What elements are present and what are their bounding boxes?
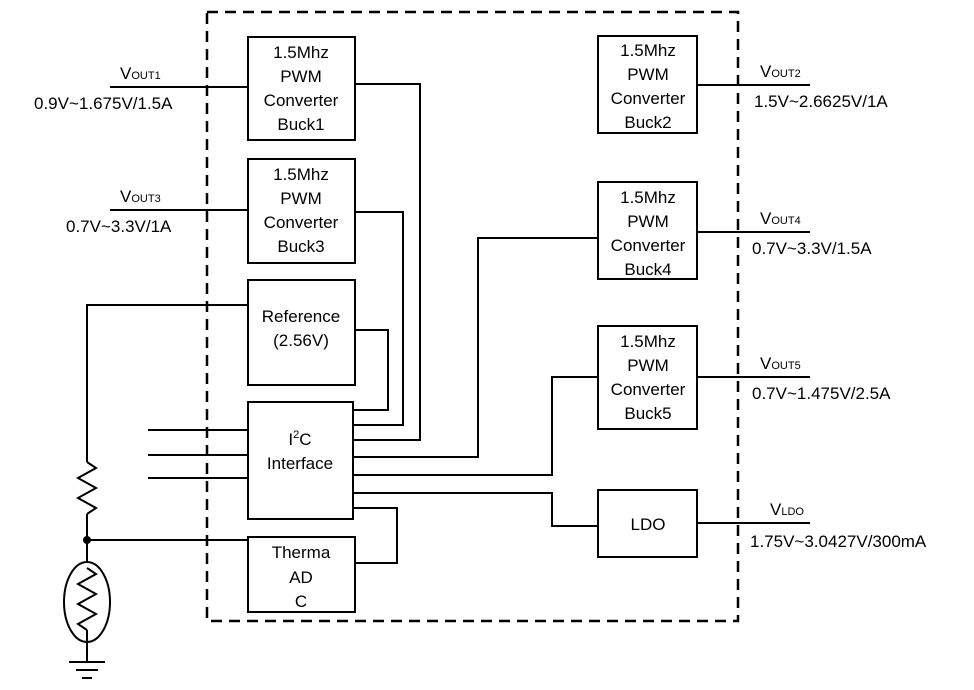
thermal-line-1: Therma	[272, 543, 331, 562]
vldo-main: V	[770, 500, 782, 519]
buck2-line-2: PWM	[627, 65, 669, 84]
i2c-prefix: I	[288, 430, 293, 449]
i2c-thermal-wire	[353, 507, 398, 564]
thermal-line-3: C	[295, 592, 307, 611]
buck2-line-1: 1.5Mhz	[620, 41, 676, 60]
vout3-main: V	[120, 187, 132, 206]
buck2-line-4: Buck2	[624, 113, 671, 132]
buck1-line-4: Buck1	[277, 115, 324, 134]
buck4-line-1: 1.5Mhz	[620, 188, 676, 207]
vout4-name: VOUT4	[760, 209, 801, 228]
vout5-sub: OUT5	[771, 360, 800, 372]
vout3-label: VOUT3 0.7V~3.3V/1A	[66, 187, 172, 236]
vldo-name: VLDO	[770, 500, 804, 519]
vout4-sub: OUT4	[771, 215, 800, 227]
chip-boundary	[205, 10, 740, 623]
wires	[63, 83, 810, 679]
vout2-label: VOUT2 1.5V~2.6625V/1A	[754, 62, 888, 111]
buck3-line-3: Converter	[264, 213, 339, 232]
thermistor-resistor	[75, 567, 99, 631]
buck3-block: 1.5Mhz PWM Converter Buck3	[247, 158, 356, 264]
buck4-line-4: Buck4	[624, 260, 671, 279]
reference-i2c-wire	[353, 329, 389, 411]
buck3-i2c-wire	[353, 211, 404, 426]
ground-icon	[69, 661, 105, 679]
buck2-block: 1.5Mhz PWM Converter Buck2	[597, 35, 698, 134]
vout1-name: VOUT1	[120, 64, 161, 83]
vout5-label: VOUT5 0.7V~1.475V/2.5A	[752, 354, 891, 403]
vout5-spec: 0.7V~1.475V/2.5A	[752, 384, 891, 403]
reference-line-1: Reference	[262, 307, 340, 326]
vldo-sub: LDO	[781, 506, 804, 518]
buck1-line-2: PWM	[280, 67, 322, 86]
vout3-spec: 0.7V~3.3V/1A	[66, 217, 172, 236]
buck5-line-3: Converter	[611, 380, 686, 399]
vout2-main: V	[760, 62, 772, 81]
buck3-line-1: 1.5Mhz	[273, 165, 329, 184]
vout4-spec: 0.7V~3.3V/1.5A	[752, 239, 872, 258]
i2c-suffix: C	[299, 430, 311, 449]
vldo-label: VLDO 1.75V~3.0427V/300mA	[750, 500, 927, 551]
i2c-buck4-wire	[353, 237, 598, 458]
thermal-line-2: AD	[289, 568, 313, 587]
vout1-label: VOUT1 0.9V~1.675V/1.5A	[34, 64, 173, 113]
vout2-sub: OUT2	[771, 68, 800, 80]
i2c-line-2: Interface	[267, 454, 333, 473]
buck1-i2c-wire	[353, 83, 421, 441]
buck3-line-4: Buck3	[277, 237, 324, 256]
buck5-block: 1.5Mhz PWM Converter Buck5	[597, 325, 698, 430]
buck4-line-3: Converter	[611, 236, 686, 255]
vout5-name: VOUT5	[760, 354, 801, 373]
i2c-title: I2C	[288, 429, 311, 449]
buck5-line-4: Buck5	[624, 404, 671, 423]
buck2-line-3: Converter	[611, 89, 686, 108]
vout2-name: VOUT2	[760, 62, 801, 81]
ldo-block: LDO	[597, 489, 698, 558]
vout1-main: V	[120, 64, 132, 83]
i2c-block: I2C Interface	[247, 401, 354, 520]
vldo-spec: 1.75V~3.0427V/300mA	[750, 532, 927, 551]
vout5-main: V	[760, 354, 772, 373]
buck3-line-2: PWM	[280, 189, 322, 208]
i2c-buck5-wire	[353, 376, 598, 476]
vout1-sub: OUT1	[131, 70, 160, 82]
reference-out-wire	[86, 304, 248, 462]
buck1-line-1: 1.5Mhz	[273, 43, 329, 62]
ldo-label: LDO	[631, 515, 666, 534]
vout4-main: V	[760, 209, 772, 228]
buck1-block: 1.5Mhz PWM Converter Buck1	[247, 36, 356, 141]
resistor-symbol	[75, 461, 99, 515]
buck4-block: 1.5Mhz PWM Converter Buck4	[597, 181, 698, 280]
buck1-line-3: Converter	[264, 91, 339, 110]
buck4-line-2: PWM	[627, 212, 669, 231]
i2c-superscript: 2	[293, 429, 299, 441]
vout4-label: VOUT4 0.7V~3.3V/1.5A	[752, 209, 872, 258]
vout3-sub: OUT3	[131, 193, 160, 205]
vout1-spec: 0.9V~1.675V/1.5A	[34, 94, 173, 113]
buck5-line-1: 1.5Mhz	[620, 332, 676, 351]
thermal-adc-block: Therma AD C	[247, 536, 356, 613]
vout3-name: VOUT3	[120, 187, 161, 206]
buck5-line-2: PWM	[627, 356, 669, 375]
i2c-ldo-wire	[353, 492, 598, 527]
vout2-spec: 1.5V~2.6625V/1A	[754, 92, 888, 111]
reference-block: Reference (2.56V)	[247, 279, 356, 386]
reference-line-2: (2.56V)	[273, 331, 329, 350]
